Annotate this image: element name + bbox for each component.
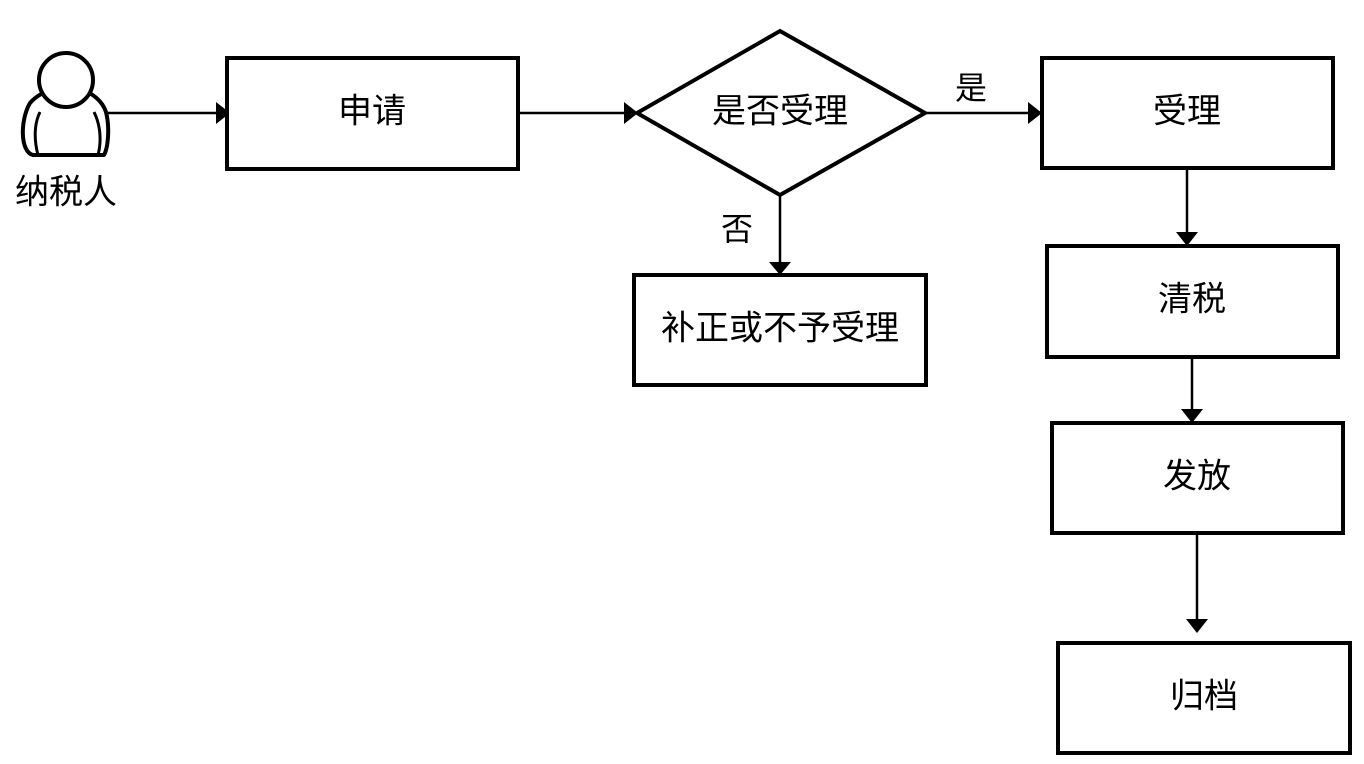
node-accept bbox=[1040, 56, 1335, 170]
node-issue bbox=[1050, 421, 1345, 535]
arrowhead-decision-to-reject bbox=[769, 262, 791, 275]
arrowhead-actor-to-apply bbox=[216, 102, 230, 124]
arrowhead-issue-to-archive bbox=[1186, 619, 1208, 633]
node-tax-clearance bbox=[1045, 244, 1340, 359]
node-archive bbox=[1056, 641, 1352, 755]
actor-label: 纳税人 bbox=[15, 173, 117, 213]
node-decision-label: 是否受理 bbox=[712, 92, 848, 132]
arrowhead-decision-to-accept bbox=[1028, 102, 1042, 124]
user-icon bbox=[20, 51, 111, 157]
arrowhead-apply-to-decision bbox=[624, 102, 638, 124]
node-reject-label: 补正或不予受理 bbox=[661, 309, 899, 349]
arrowhead-tax-clearance-to-issue bbox=[1181, 409, 1203, 423]
node-issue-label: 发放 bbox=[1163, 457, 1231, 497]
edge-label-no: 否 bbox=[721, 210, 753, 248]
node-archive-label: 归档 bbox=[1170, 677, 1238, 717]
node-accept-label: 受理 bbox=[1153, 92, 1221, 132]
node-tax-clearance-label: 清税 bbox=[1158, 280, 1226, 320]
edge-label-yes: 是 bbox=[955, 69, 987, 107]
node-reject bbox=[632, 273, 928, 387]
node-apply-label: 申请 bbox=[338, 92, 406, 132]
arrowhead-accept-to-tax-clearance bbox=[1176, 232, 1198, 246]
